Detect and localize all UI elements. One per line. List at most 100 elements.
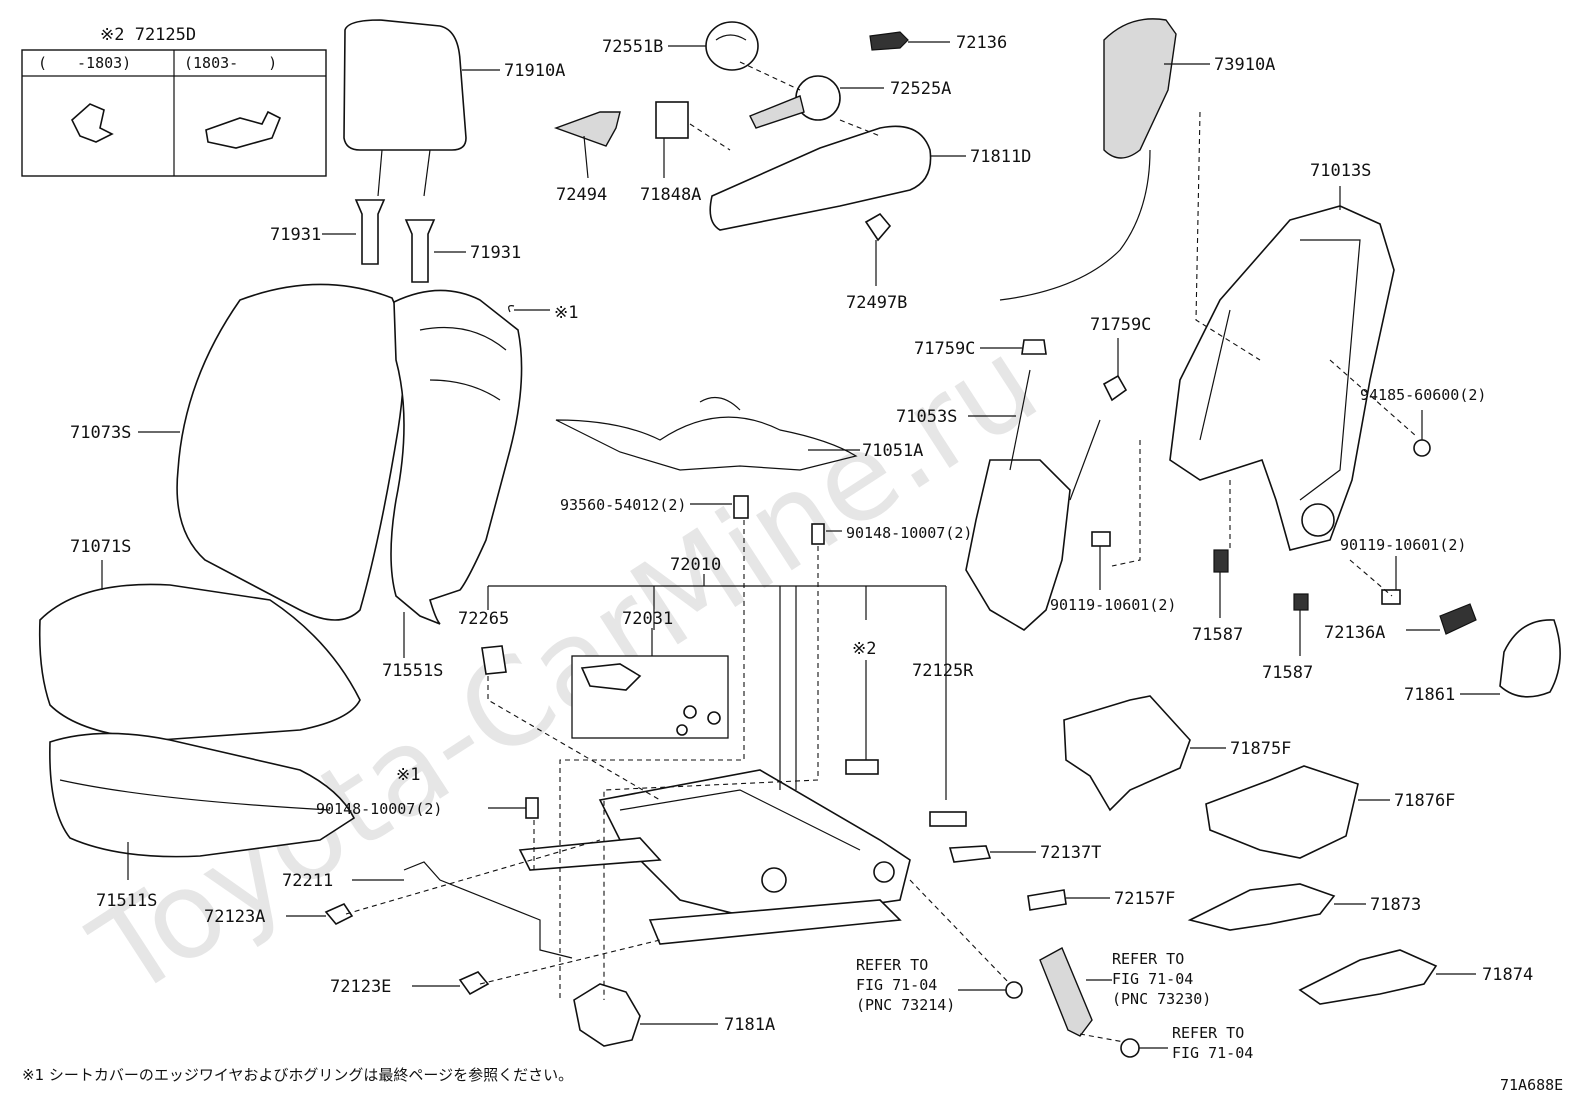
seatback-pad-71551S [390,289,550,658]
clip-72136A [1406,603,1477,635]
inset-title: ※2 72125D [100,25,196,45]
label-71759C-a: 71759C [914,339,975,359]
label-72123E: 72123E [330,977,391,997]
bolt-90148-a [811,523,842,545]
headrest-guide-71931-right [404,219,466,283]
lumbar-plate-71053S [965,369,1101,631]
label-note1-top: ※1 [554,303,578,323]
seat-spring-71051A [555,396,860,471]
footnote: ※1 シートカバーのエッジワイヤおよびホグリングは最終ページを参照ください。 [22,1066,573,1084]
label-71759C-b: 71759C [1090,315,1151,335]
knob-72551B [668,21,759,71]
label-71875F: 71875F [1230,739,1291,759]
ring-73214 [958,981,1023,999]
seatback-cover-71073S [138,283,405,621]
label-71587-a: 71587 [1192,625,1243,645]
clip-71587-b [1293,593,1309,656]
label-90119-b: 90119-10601(2) [1340,536,1466,554]
seat-cushion-cover-71071S [38,560,361,741]
bolt-93560 [690,495,749,519]
label-72265: 72265 [458,609,509,629]
label-72525A: 72525A [890,79,951,99]
clip-note2 [845,660,879,775]
cover-71873 [1187,883,1366,931]
label-72123A: 72123A [204,907,265,927]
headrest-71910A [343,19,500,197]
bracket-72010 [487,574,947,800]
label-71931-left: 71931 [270,225,321,245]
inset-box-72125D: ※2 72125D ( -1803) (1803- ) [21,25,327,177]
label-71811D: 71811D [970,147,1031,167]
side-shield-71811D [709,125,966,231]
label-ref3-line1: REFER TO [1172,1024,1244,1042]
label-72125R: 72125R [912,661,974,681]
label-71910A: 71910A [504,61,565,81]
inset-72031 [571,628,729,739]
label-note1-bottom: ※1 [396,765,420,785]
nut-94185 [1413,410,1431,457]
label-ref1-line2: FIG 71-04 [856,976,937,994]
label-72137T: 72137T [1040,843,1101,863]
label-note2: ※2 [852,639,876,659]
clip-71759C-b [1102,338,1128,402]
inset-col-left: ( -1803) [38,54,131,72]
label-71876F: 71876F [1394,791,1455,811]
label-90148-a: 90148-10007(2) [846,524,972,542]
label-7181A: 7181A [724,1015,775,1035]
clip-72123A [286,902,354,925]
label-72031: 72031 [622,609,673,629]
headrest-guide-71931-left [322,199,386,265]
label-ref2-line2: FIG 71-04 [1112,970,1193,988]
wire-72211 [352,861,573,959]
label-72010: 72010 [670,555,721,575]
clip-72137T [948,845,1036,863]
label-71861: 71861 [1404,685,1455,705]
clip-72125R [929,811,967,827]
cover-71848A [655,101,689,178]
label-71551S: 71551S [382,661,443,681]
label-72551B: 72551B [602,37,663,57]
drawing-id: 71A688E [1500,1076,1563,1094]
label-71873: 71873 [1370,895,1421,915]
seat-adjuster-72010 [518,769,911,945]
label-93560: 93560-54012(2) [560,496,686,514]
clip-71587-a [1213,549,1229,618]
cover-7181A [573,983,718,1047]
label-ref1-line1: REFER TO [856,956,928,974]
label-ref1-line3: (PNC 73214) [856,996,955,1014]
part-labels: 71910A 71931 71931 71073S 71071S 71551S … [70,33,1533,1062]
seatback-frame-71013S [1169,186,1395,551]
label-72211: 72211 [282,871,333,891]
handle-73230 [1039,947,1112,1037]
label-ref2-line1: REFER TO [1112,950,1184,968]
cover-72494 [553,111,621,179]
bolt-90148-b [488,797,539,819]
label-71931-right: 71931 [470,243,521,263]
clip-72497B [864,212,892,286]
label-71874: 71874 [1482,965,1533,985]
clip-new-icon [205,110,282,149]
label-90119-a: 90119-10601(2) [1050,596,1176,614]
label-90148-b: 90148-10007(2) [316,800,442,818]
clip-72265 [481,645,507,675]
dashed-assembly-lines [345,61,1417,1043]
bolt-90119-a [1091,531,1111,590]
side-airbag-73910A [999,18,1210,301]
bolt-90119-b [1381,556,1401,605]
cover-71874 [1298,949,1476,1005]
label-94185: 94185-60600(2) [1360,386,1486,404]
label-71071S: 71071S [70,537,131,557]
label-71073S: 71073S [70,423,131,443]
inset-col-right: (1803- ) [184,54,277,72]
label-72136A: 72136A [1324,623,1385,643]
label-71511S: 71511S [96,891,157,911]
label-71848A: 71848A [640,185,701,205]
cover-71861 [1460,619,1561,698]
clip-old-icon [71,103,114,143]
label-72157F: 72157F [1114,889,1175,909]
clip-72123E [412,971,490,996]
label-71053S: 71053S [896,407,957,427]
label-73910A: 73910A [1214,55,1275,75]
shield-71876F [1205,765,1390,859]
